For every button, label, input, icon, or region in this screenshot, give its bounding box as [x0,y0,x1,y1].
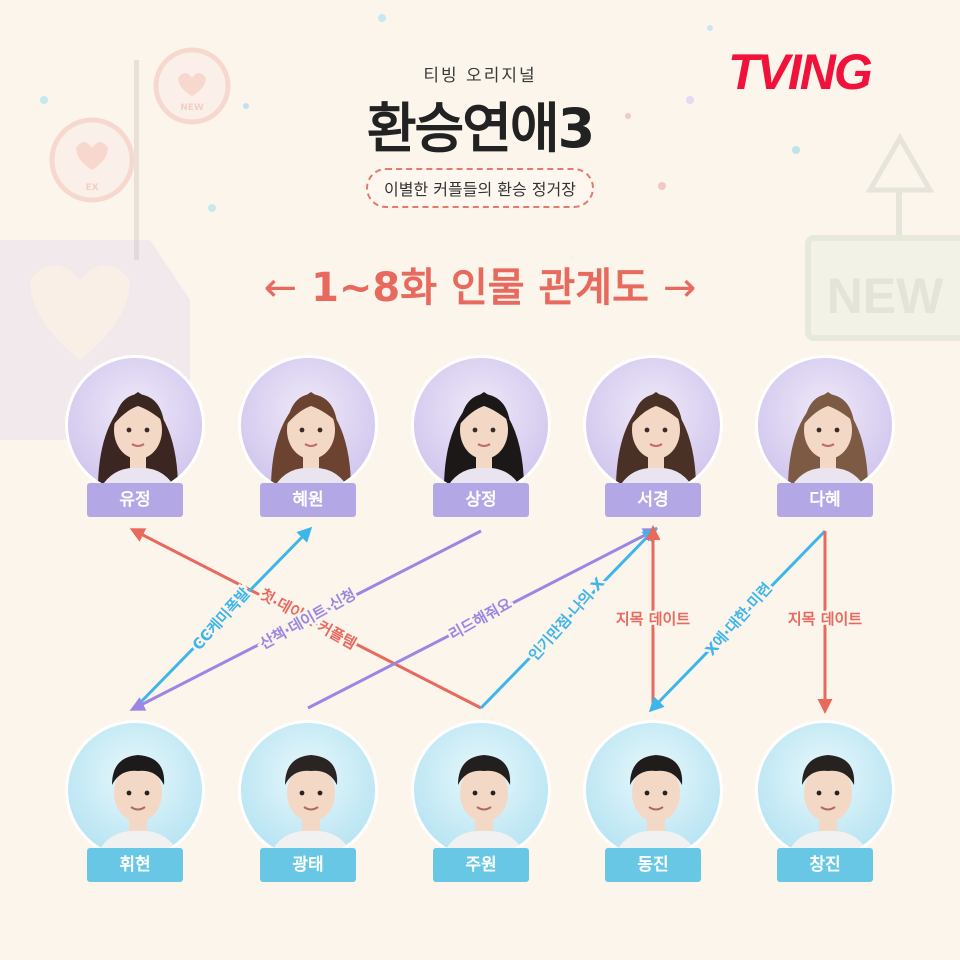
name-label: 주원 [433,848,529,882]
name-label: 서경 [605,483,701,517]
avatar [755,720,895,860]
person-female-3: 상정 [406,355,556,517]
relation-label-7: X에 대한 미련 [702,579,776,659]
sign-new-small: NEW [180,103,204,113]
name-label: 휘현 [87,848,183,882]
sign-ex: EX [85,183,98,193]
relation-label-8: 지목 데이트 [788,610,862,628]
relation-arrow-7 [648,529,827,713]
avatar [583,720,723,860]
relation-arrow-5 [479,526,658,710]
relation-label-2: CC케미폭발 [189,584,254,654]
person-female-2: 혜원 [233,355,383,517]
relation-arrow-3 [129,529,482,711]
right-arrow-icon: → [662,265,697,311]
left-arrow-icon: ← [263,265,298,311]
relation-label-5: 인기만점 나의 X [525,574,608,665]
person-female-1: 유정 [60,355,210,517]
avatar [238,720,378,860]
avatar [583,355,723,495]
person-female-4: 서경 [578,355,728,517]
relation-arrow-4 [307,528,659,710]
avatar [411,720,551,860]
person-male-5: 창진 [750,720,900,882]
name-label: 다혜 [777,483,873,517]
avatar [238,355,378,495]
relation-label-4: 리드해줘요 [446,594,515,643]
sign-new-big: NEW [827,268,944,324]
person-male-4: 동진 [578,720,728,882]
person-female-5: 다혜 [750,355,900,517]
person-male-2: 광태 [233,720,383,882]
avatar [65,720,205,860]
sparkle-dots [40,14,800,212]
headline-text: 1~8화 인물 관계도 [311,265,649,311]
name-label: 창진 [777,848,873,882]
name-label: 유정 [87,483,183,517]
show-header: 티빙 오리지널 환승연애3 이별한 커플들의 환승 정거장 [310,62,650,208]
show-tagline: 이별한 커플들의 환승 정거장 [366,168,594,208]
road-sign-icon: NEW [805,132,960,341]
heart-sign-icon: NEW EX [49,47,231,260]
name-label: 상정 [433,483,529,517]
person-male-1: 휘현 [60,720,210,882]
avatar [755,355,895,495]
name-label: 광태 [260,848,356,882]
avatar [65,355,205,495]
relation-label-6: 지목 데이트 [616,610,690,628]
name-label: 혜원 [260,483,356,517]
relation-arrow-2 [133,526,313,710]
show-subtitle: 티빙 오리지널 [423,66,537,86]
avatar [411,355,551,495]
tving-logo: TVING [728,44,873,100]
show-title: 환승연애3 [366,97,595,160]
person-male-3: 주원 [406,720,556,882]
name-label: 동진 [605,848,701,882]
diagram-headline: ← 1~8화 인물 관계도 → [200,258,760,318]
